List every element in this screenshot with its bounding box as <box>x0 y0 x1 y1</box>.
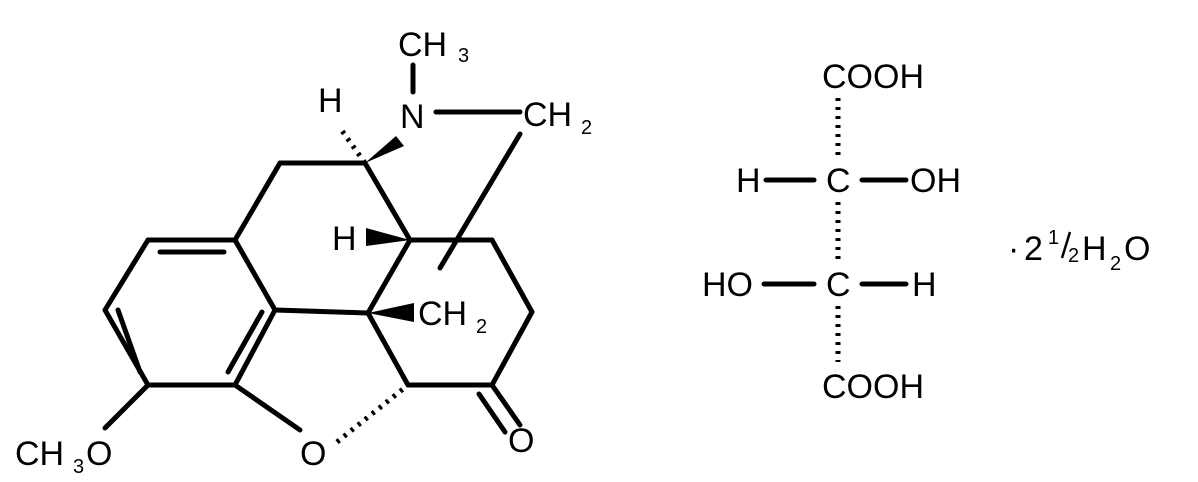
ring-o-label: O <box>300 435 326 473</box>
bond-b1 <box>232 160 283 243</box>
ch2-lower-label: CH <box>418 295 467 333</box>
wedge-h-mid <box>366 228 410 246</box>
hydrate-h-subscript: 2 <box>1110 253 1121 275</box>
tartaric-acid-structure: COOH H C OH HO C H COOH <box>702 58 961 406</box>
tartrate-c1: C <box>826 162 851 200</box>
bond-c5 <box>365 310 411 388</box>
tartrate-c1-oh: OH <box>910 162 961 200</box>
hash-h-top <box>337 126 368 165</box>
bond-b5 <box>272 307 371 316</box>
hydrate-dot: · <box>1008 230 1019 268</box>
hydrate-frac-num: 1 <box>1048 227 1059 249</box>
bond-keto-1 <box>489 382 523 428</box>
bond-b3 <box>362 160 413 243</box>
n-label: N <box>400 98 425 136</box>
bond-ch2-down <box>437 131 523 271</box>
bond-ring-a3-inner <box>225 309 265 375</box>
tartrate-top-cooh: COOH <box>822 58 924 96</box>
hydrate-formula: · 2 1 2 H 2 O <box>1008 227 1150 275</box>
methoxy-ch-label: CH <box>15 435 64 473</box>
tartrate-bottom-cooh: COOH <box>822 368 924 406</box>
bond-ring-a6 <box>102 237 151 313</box>
ch2-lower-subscript: 2 <box>476 316 487 338</box>
bond-c3 <box>489 309 535 388</box>
bond-keto-2 <box>476 391 508 435</box>
methoxy-o-label: O <box>86 435 112 473</box>
bond-ring-a3 <box>232 307 278 388</box>
tartrate-c1-h: H <box>736 162 761 200</box>
tartrate-c2-ho: HO <box>702 266 753 304</box>
tartrate-c2: C <box>826 266 851 304</box>
hydrocodone-structure: H N CH 3 CH 2 H CH 2 O O CH 3 O <box>15 26 592 478</box>
h-top-label: H <box>318 82 343 120</box>
wedge-ch2-lower <box>368 303 414 322</box>
h-mid-label: H <box>332 220 357 258</box>
wedge-n-c <box>365 136 404 163</box>
keto-o-label: O <box>508 422 534 460</box>
hydrate-coefficient: 2 <box>1024 230 1043 268</box>
hydrate-h: H <box>1082 230 1107 268</box>
ch2-bridge-subscript: 2 <box>581 117 592 139</box>
ch3-top-subscript: 3 <box>458 45 469 67</box>
bond-ring-a2 <box>232 237 278 313</box>
hydrate-frac-slash <box>1060 231 1072 259</box>
methoxy-subscript: 3 <box>73 456 84 477</box>
hydrate-frac-den: 2 <box>1068 245 1079 267</box>
bond-ring-a5-inner <box>115 307 143 375</box>
ch3-top-label: CH <box>398 26 447 64</box>
bond-methoxy <box>102 382 151 431</box>
ch2-bridge-label: CH <box>523 96 572 134</box>
bond-b4 <box>365 237 413 316</box>
hydrate-o: O <box>1124 230 1150 268</box>
bond-ar-o <box>232 382 303 433</box>
bond-c2 <box>489 237 535 315</box>
tartrate-c2-h: H <box>912 266 937 304</box>
hash-o-c <box>335 383 410 444</box>
